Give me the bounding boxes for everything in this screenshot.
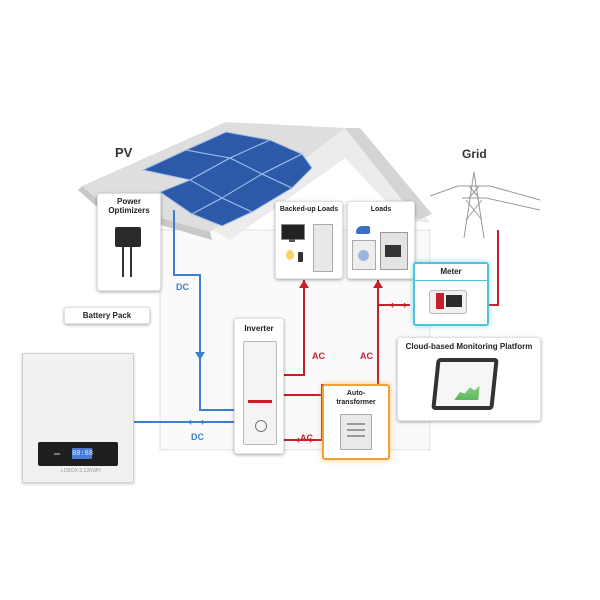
dc-connections: [132, 210, 238, 423]
ac-backed-up-flow-label: AC: [312, 351, 325, 361]
tablet-screen: [435, 362, 495, 406]
optimizer-cable: [122, 247, 124, 277]
meter-display: [446, 295, 462, 307]
battery-display-screen: 88:88: [72, 448, 94, 459]
oven-window: [385, 245, 401, 257]
cloud-platform-card: Cloud-based Monitoring Platform: [397, 337, 541, 421]
battery-display-panel: 88:88: [38, 442, 118, 466]
monitoring-chart-graphic: [454, 384, 480, 400]
iron-icon: [356, 226, 370, 234]
ac-bidirectional-arrow-icon: ⟷: [296, 433, 313, 447]
lamp-icon: [286, 250, 294, 260]
ac-loads-flow-label: AC: [360, 351, 373, 361]
solar-panel: [190, 197, 254, 227]
dc-optimizer-flow-label: DC: [176, 282, 189, 292]
washer-icon: [352, 240, 376, 270]
inverter-title: Inverter: [244, 324, 274, 333]
backed-up-loads-title: Backed-up Loads: [279, 206, 339, 213]
cloud-platform-title: Cloud-based Monitoring Platform: [405, 342, 533, 351]
ac-line-inverter-to-backed-up-loads: [278, 280, 305, 376]
ac-arrow-up-icon: [299, 280, 309, 288]
auto-transformer-card: Auto-transformer: [322, 384, 390, 460]
inverter-card: Inverter: [234, 318, 284, 454]
transformer-vent: [347, 435, 365, 437]
roof-gable: [210, 128, 430, 240]
ac-transformer-flow-label: AC: [300, 433, 313, 443]
grid-label: Grid: [462, 147, 487, 161]
transformer-vent: [347, 429, 365, 431]
meter-red-indicator: [436, 293, 444, 309]
dc-line-optimizer-to-inverter: [173, 210, 238, 411]
meter-title: Meter: [440, 267, 462, 276]
power-optimizers-title: Power Optimizers: [108, 197, 150, 215]
loads-title: Loads: [370, 206, 392, 213]
inverter-switch-icon: [255, 420, 267, 432]
grid-tower-icon: [429, 171, 541, 239]
battery-pack-label-card: Battery Pack: [64, 307, 150, 324]
ac-bidirectional-arrow-icon: ⟷: [390, 298, 407, 312]
phone-icon: [298, 252, 303, 262]
ac-arrow-up-icon: [373, 280, 383, 288]
solar-panel: [260, 153, 313, 189]
dc-arrow-down-icon: [195, 352, 205, 360]
roof-fascia: [78, 186, 212, 240]
tablet-icon: [431, 358, 499, 410]
transformer-vent: [347, 423, 365, 425]
battery-pack-title: Battery Pack: [82, 311, 132, 320]
inverter-logo-stripe: [248, 400, 272, 403]
auto-transformer-title: Auto-transformer: [336, 390, 376, 406]
optimizer-device-icon: [115, 227, 141, 247]
roof-right-edge: [345, 128, 432, 220]
fridge-icon: [313, 224, 333, 272]
dc-battery-flow-label: DC: [191, 432, 204, 442]
pv-label: PV: [115, 145, 133, 160]
solar-array: [141, 131, 313, 227]
battery-unit: 88:88 LDBOX 5.12KWH: [22, 353, 134, 483]
optimizer-cable: [130, 247, 132, 277]
meter-device-icon: [429, 290, 467, 314]
battery-status-light: [54, 453, 60, 455]
washer-door: [358, 250, 369, 261]
tv-icon: [281, 224, 305, 240]
power-optimizers-card: Power Optimizers: [97, 193, 161, 291]
backed-up-loads-card: Backed-up Loads: [275, 201, 343, 279]
dc-bidirectional-arrow-icon: ⟷: [188, 415, 205, 429]
loads-card: Loads: [347, 201, 415, 279]
battery-model-label: LDBOX 5.12KWH: [61, 468, 101, 474]
oven-icon: [380, 232, 408, 270]
transformer-device-icon: [340, 414, 372, 450]
meter-divider: [415, 280, 487, 281]
meter-card: Meter: [413, 262, 489, 326]
tv-stand: [289, 239, 295, 242]
inverter-device-icon: [243, 341, 277, 445]
